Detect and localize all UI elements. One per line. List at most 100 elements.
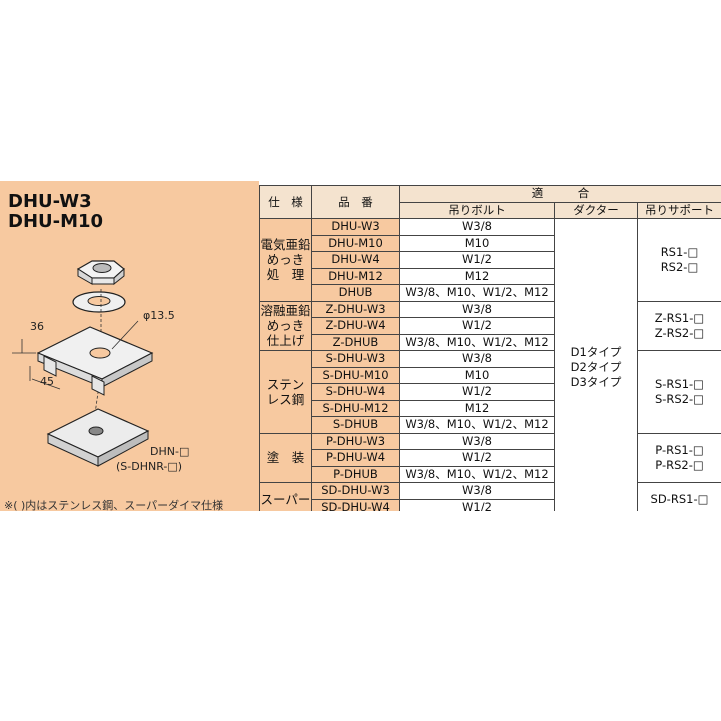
lower-plate-drawing — [46, 408, 150, 467]
support-item: P-RS2-□ — [655, 457, 704, 472]
part-number-cell: DHUB — [311, 284, 400, 302]
part-number-cell: P-DHU-W4 — [311, 449, 400, 467]
part-number-cell: DHU-W4 — [311, 251, 400, 269]
part-number-cell: P-DHU-W3 — [311, 432, 400, 450]
header-hanging-bolt: 吊りボルト — [399, 201, 555, 219]
part-number-cell: Z-DHU-W4 — [311, 317, 400, 335]
hanging-support-cell: S-RS1-□S-RS2-□ — [637, 350, 721, 434]
dimension-diameter: φ13.5 — [143, 309, 175, 322]
category-label: 処 理 — [266, 267, 305, 283]
ductor-type: D3タイプ — [570, 374, 622, 389]
category-cell: 電気亜鉛めっき処 理 — [259, 218, 312, 302]
hanging-support-cell: P-RS1-□P-RS2-□ — [637, 432, 721, 483]
support-item: RS2-□ — [660, 259, 699, 274]
part-number-cell: P-DHUB — [311, 465, 400, 483]
spec-table-body: 仕 様 品 番 適 合 吊りボルト ダクター 吊りサポート 電気亜鉛めっき処 理… — [259, 185, 721, 516]
part-number-cell: Z-DHU-W3 — [311, 300, 400, 318]
part-number-cell: S-DHU-M10 — [311, 366, 400, 384]
header-hanging-support: 吊りサポート — [637, 201, 721, 219]
category-cell: 溶融亜鉛めっき仕上げ — [259, 300, 312, 351]
hanging-bolt-cell: W3/8、M10、W1/2、M12 — [399, 333, 555, 351]
header-spec: 仕 様 — [259, 185, 312, 219]
support-item: Z-RS2-□ — [654, 325, 705, 340]
product-panel: DHU-W3 DHU-M10 — [0, 181, 259, 511]
hanging-support-cell: Z-RS1-□Z-RS2-□ — [637, 300, 721, 351]
part-number-cell: Z-DHUB — [311, 333, 400, 351]
dimension-45: 45 — [40, 375, 54, 388]
hanging-bolt-cell: W3/8 — [399, 432, 555, 450]
category-cell: 塗 装 — [259, 432, 312, 483]
category-label: 仕上げ — [266, 333, 305, 349]
model-title-1: DHU-W3 — [8, 191, 92, 212]
category-label: 塗 装 — [266, 450, 305, 466]
hanging-bolt-cell: W3/8 — [399, 300, 555, 318]
category-label: ステン — [266, 376, 305, 392]
support-item: RS1-□ — [660, 244, 699, 259]
hanging-support-cell: SD-RS1-□ — [637, 482, 721, 516]
header-applicable: 適 合 — [399, 185, 721, 203]
support-item: Z-RS1-□ — [654, 310, 705, 325]
blank-area — [0, 511, 721, 721]
part-number-cell: DHU-M12 — [311, 267, 400, 285]
hanging-bolt-cell: M12 — [399, 267, 555, 285]
category-label: 溶融亜鉛 — [260, 303, 311, 319]
support-item: SD-RS1-□ — [650, 491, 709, 506]
support-item: P-RS1-□ — [655, 442, 704, 457]
header-row-2: 吊りボルト ダクター 吊りサポート — [260, 201, 721, 219]
part-number-cell: DHU-W3 — [311, 218, 400, 236]
nut-drawing — [76, 260, 125, 286]
hanging-bolt-cell: M10 — [399, 366, 555, 384]
spec-table: 仕 様 品 番 適 合 吊りボルト ダクター 吊りサポート 電気亜鉛めっき処 理… — [259, 185, 721, 516]
hanging-bolt-cell: W1/2 — [399, 383, 555, 401]
hanging-bolt-cell: W3/8 — [399, 350, 555, 368]
part-label: DHN-□ — [150, 445, 190, 458]
hanging-bolt-cell: W3/8 — [399, 482, 555, 500]
hanging-bolt-cell: W3/8、M10、W1/2、M12 — [399, 416, 555, 434]
washer-drawing — [72, 291, 126, 313]
ductor-type: D2タイプ — [570, 359, 622, 374]
header-part-number: 品 番 — [311, 185, 400, 219]
part-number-cell: S-DHUB — [311, 416, 400, 434]
dimension-36: 36 — [30, 320, 44, 333]
category-label: 電気亜鉛 — [260, 237, 311, 253]
category-label: スーパー — [260, 491, 311, 507]
footnote: ※( )内はステンレス鋼、スーパーダイマ仕様 — [4, 499, 224, 511]
hanging-bolt-cell: M12 — [399, 399, 555, 417]
part-label-sus: (S-DHNR-□) — [116, 460, 183, 473]
hanging-bolt-cell: W3/8、M10、W1/2、M12 — [399, 465, 555, 483]
model-title-2: DHU-M10 — [8, 211, 104, 232]
hanging-bolt-cell: M10 — [399, 234, 555, 252]
hanging-support-cell: RS1-□RS2-□ — [637, 218, 721, 302]
hanging-bolt-cell: W1/2 — [399, 317, 555, 335]
part-number-cell: S-DHU-M12 — [311, 399, 400, 417]
category-label: めっき — [266, 252, 305, 268]
support-item: S-RS2-□ — [654, 391, 705, 406]
upper-plate-drawing — [36, 326, 154, 396]
support-item: S-RS1-□ — [654, 376, 705, 391]
hanging-bolt-cell: W3/8、M10、W1/2、M12 — [399, 284, 555, 302]
category-cell: ステンレス鋼 — [259, 350, 312, 434]
category-label: レス鋼 — [266, 391, 305, 407]
part-number-cell: DHU-M10 — [311, 234, 400, 252]
hanging-bolt-cell: W1/2 — [399, 251, 555, 269]
header-ductor: ダクター — [554, 201, 638, 219]
header-row-1: 仕 様 品 番 適 合 — [259, 185, 721, 219]
part-number-cell: S-DHU-W4 — [311, 383, 400, 401]
category-label: めっき — [266, 318, 305, 334]
hanging-bolt-cell: W1/2 — [399, 449, 555, 467]
part-number-cell: SD-DHU-W3 — [311, 482, 400, 500]
ductor-type: D1タイプ — [570, 344, 622, 359]
